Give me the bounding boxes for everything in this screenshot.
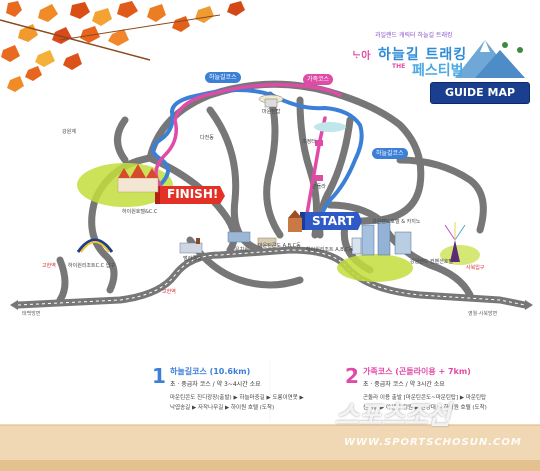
- place-gangwon-left: 강원계: [62, 129, 76, 135]
- place-sabuk-station: 사북입구: [466, 265, 485, 271]
- place-gohan-station: 고한역: [162, 289, 176, 295]
- course1-subtitle: 초 · 중급자 코스 / 약 3~4시간 소요: [170, 381, 261, 388]
- course2-title: 가족코스 (곤돌라이용 + 7km): [363, 367, 471, 376]
- place-mountain-top: 마운틴탑: [262, 109, 281, 115]
- logo-the: THE: [392, 63, 406, 70]
- family-course-tag: 가족코스: [303, 74, 334, 85]
- place-kangwon-land-hotel: 강원랜드호텔 & 카지노: [372, 219, 421, 225]
- place-gohan-station-left: 고한역: [42, 263, 56, 269]
- logo-title-1: 하늘길 트래킹: [378, 47, 468, 63]
- place-dachae: 다전동: [200, 135, 214, 141]
- building-icons: [76, 94, 466, 262]
- place-mountain-condo: 마운틴콘도 A,B,C동: [258, 243, 301, 249]
- course1-number: 1: [152, 364, 166, 388]
- course2-number: 2: [345, 364, 359, 388]
- guide-map-button[interactable]: GUIDE MAP: [430, 82, 530, 104]
- road-label-right: 영월·사북방면: [468, 311, 498, 317]
- course2-subtitle: 초 · 중급자 코스 / 약 3시간 소요: [363, 381, 445, 388]
- watermark-url: WWW.SPORTSCHOSUN.COM: [344, 437, 522, 448]
- course2-line1: 곤돌라 이용 출발 [마운틴콘도~마운틴탑] ▶ 마운틴탑: [363, 395, 487, 401]
- place-high1-resort-area: 하이원리조트 A,B,C동: [306, 247, 354, 253]
- logo-mountain-illustration: [455, 40, 525, 78]
- start-label: START: [312, 214, 355, 228]
- place-kindergarten: 유치원: [235, 247, 249, 253]
- course1-line2: 낙엽송길 ▶ 자작나무길 ▶ 하이원 호텔 (도착): [170, 405, 275, 411]
- logo-title-2: 페스티벌: [412, 63, 464, 79]
- place-high1-hotel: 하이원호텔&C.C: [122, 209, 158, 215]
- finish-label: FINISH!: [167, 187, 219, 201]
- autumn-leaves-decoration: [0, 1, 245, 92]
- course2-line2: 산책길 ▶ 야생화 정원 ▶ 전망대 ▶ 하이원 호텔 (도착): [363, 405, 487, 411]
- place-family-middle: 조정터: [302, 139, 316, 145]
- place-gondola: 곤돌라: [312, 184, 326, 190]
- sky-course-tag-top: 하늘길코스: [205, 72, 241, 83]
- course1-title: 하늘길코스 (10.6km): [170, 367, 251, 376]
- place-high1-resort-cc-road: 하이원리조트C.C 입구: [68, 263, 115, 269]
- place-valley-condo: 밸리콘도: [183, 256, 202, 262]
- logo-small-text: 과일랜드 캐릭터 하늘길 트래킹: [375, 32, 453, 39]
- course1-line1: 마운틴콘도 진디광장(출발) ▶ 하늘마중길 ▶ 도롱이연못 ▶: [170, 395, 304, 401]
- logo-brand: ᄂᆞ아: [352, 51, 371, 62]
- place-kangwon-land-convention: 강원랜드 컨벤션호텔: [410, 259, 453, 265]
- road-label-left: 태백방면: [22, 311, 41, 317]
- sky-course-tag-right: 하늘길코스: [372, 148, 408, 159]
- watermark-brand: 스포츠조선: [335, 401, 451, 431]
